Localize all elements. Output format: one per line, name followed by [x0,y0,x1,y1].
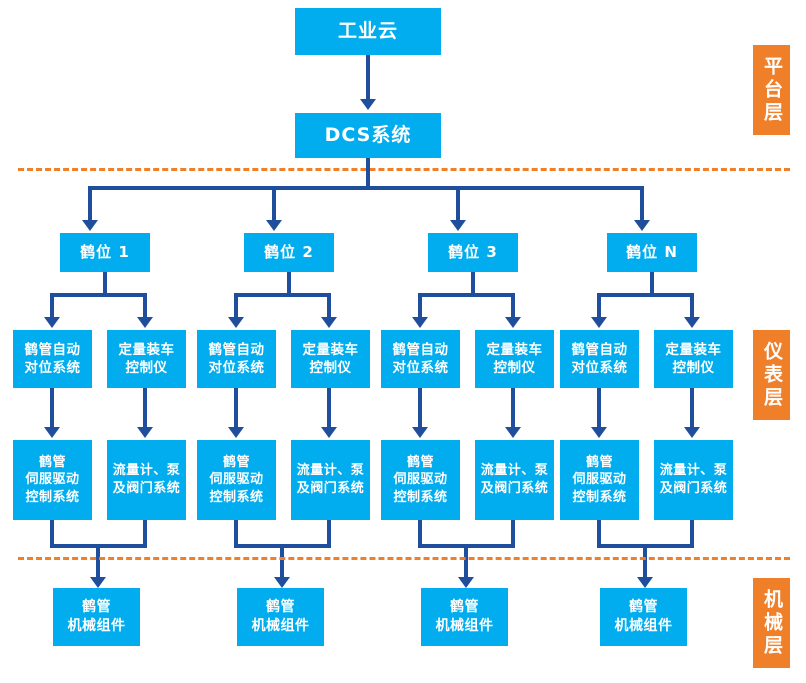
connector-station-3-instr-1-down [418,388,422,428]
divider-instrument-mechanical [18,557,790,560]
arrowhead-bus-to-station-3 [450,220,466,231]
box-station-2-subsystem-1[interactable]: 鹤管 伺服驱动 控制系统 [197,440,276,520]
connector-station-1-to-mech [96,544,100,578]
connector-station-3-stem [471,272,475,295]
box-station-n-subsystem-2[interactable]: 流量计、泵 及阀门系统 [654,440,733,520]
connector-station-2-instr-1-down [234,388,238,428]
box-station-3[interactable]: 鹤位 3 [428,233,518,272]
box-industrial-cloud[interactable]: 工业云 [295,8,441,55]
connector-station-1-instr-1-down [50,388,54,428]
layer-tag-platform: 平台层 [753,45,790,135]
box-station-3-subsystem-2[interactable]: 流量计、泵 及阀门系统 [475,440,554,520]
box-station-n[interactable]: 鹤位 N [607,233,697,272]
arrowhead-station-n-instr-1-down [591,427,607,438]
connector-station-2-merge-left [234,520,238,548]
arrowhead-station-2-to-mech [274,577,290,588]
connector-station-n-to-mech [643,544,647,578]
box-station-1-subsystem-1[interactable]: 鹤管 伺服驱动 控制系统 [13,440,92,520]
arrowhead-station-n-instr-2-down [684,427,700,438]
arrowhead-station-n-to-mech [637,577,653,588]
arrowhead-station-2-instr-2-down [321,427,337,438]
arrowhead-cloud-to-dcs [360,99,376,110]
box-station-3-instrument-2[interactable]: 定量装车 控制仪 [475,330,554,388]
connector-bus-to-station-4 [640,186,644,221]
connector-station-n-bus [597,293,694,297]
arrowhead-station-2-left [228,317,244,328]
connector-station-3-to-mech [464,544,468,578]
layer-tag-instrument: 仪表层 [753,330,790,420]
connector-station-2-stem [287,272,291,295]
connector-station-n-right [690,293,694,318]
box-station-n-subsystem-1[interactable]: 鹤管 伺服驱动 控制系统 [560,440,639,520]
connector-station-1-merge-left [50,520,54,548]
connector-station-1-instr-2-down [143,388,147,428]
box-station-n-instrument-1[interactable]: 鹤管自动 对位系统 [560,330,639,388]
box-station-2-subsystem-2[interactable]: 流量计、泵 及阀门系统 [291,440,370,520]
divider-platform-instrument [18,168,790,171]
connector-station-3-merge-left [418,520,422,548]
connector-station-n-instr-2-down [690,388,694,428]
arrowhead-station-3-left [412,317,428,328]
arrowhead-station-1-to-mech [90,577,106,588]
box-station-n-instrument-2[interactable]: 定量装车 控制仪 [654,330,733,388]
arrowhead-station-n-right [684,317,700,328]
box-station-3-instrument-1[interactable]: 鹤管自动 对位系统 [381,330,460,388]
connector-station-1-merge-right [143,520,147,548]
connector-station-2-instr-2-down [327,388,331,428]
connector-station-1-stem [103,272,107,295]
box-station-1-subsystem-2[interactable]: 流量计、泵 及阀门系统 [107,440,186,520]
arrowhead-station-3-instr-2-down [505,427,521,438]
arrowhead-bus-to-station-4 [634,220,650,231]
box-station-1-instrument-1[interactable]: 鹤管自动 对位系统 [13,330,92,388]
box-station-n-mechanical[interactable]: 鹤管 机械组件 [600,588,687,646]
connector-station-1-left [50,293,54,318]
connector-station-3-bus [418,293,515,297]
arrowhead-station-1-right [137,317,153,328]
connector-dcs-stem [366,158,370,188]
connector-station-2-to-mech [280,544,284,578]
connector-station-1-right [143,293,147,318]
connector-station-n-merge-right [690,520,694,548]
box-station-1[interactable]: 鹤位 1 [60,233,150,272]
box-station-3-mechanical[interactable]: 鹤管 机械组件 [421,588,508,646]
connector-station-3-instr-2-down [511,388,515,428]
arrowhead-station-1-instr-2-down [137,427,153,438]
connector-station-1-bus [50,293,147,297]
arrowhead-station-3-instr-1-down [412,427,428,438]
box-station-1-mechanical[interactable]: 鹤管 机械组件 [53,588,140,646]
arrowhead-station-3-right [505,317,521,328]
arrowhead-station-1-left [44,317,60,328]
connector-station-2-right [327,293,331,318]
box-dcs-system[interactable]: DCS系统 [295,113,441,158]
box-station-3-subsystem-1[interactable]: 鹤管 伺服驱动 控制系统 [381,440,460,520]
connector-station-n-stem [650,272,654,295]
arrowhead-station-3-to-mech [458,577,474,588]
connector-bus-to-station-3 [456,186,460,221]
box-station-2-instrument-1[interactable]: 鹤管自动 对位系统 [197,330,276,388]
arrowhead-station-2-right [321,317,337,328]
connector-station-n-instr-1-down [597,388,601,428]
arrowhead-station-2-instr-1-down [228,427,244,438]
arrowhead-station-1-instr-1-down [44,427,60,438]
connector-bus-to-station-2 [272,186,276,221]
connector-station-3-right [511,293,515,318]
box-station-2-mechanical[interactable]: 鹤管 机械组件 [237,588,324,646]
connector-station-2-merge-right [327,520,331,548]
arrowhead-bus-to-station-1 [82,220,98,231]
box-station-2[interactable]: 鹤位 2 [244,233,334,272]
connector-station-3-left [418,293,422,318]
connector-dcs-bus [88,186,644,190]
connector-station-2-bus [234,293,331,297]
layer-tag-mechanical: 机械层 [753,578,790,668]
connector-bus-to-station-1 [88,186,92,221]
box-station-2-instrument-2[interactable]: 定量装车 控制仪 [291,330,370,388]
box-station-1-instrument-2[interactable]: 定量装车 控制仪 [107,330,186,388]
connector-station-3-merge-right [511,520,515,548]
connector-station-2-left [234,293,238,318]
arrowhead-bus-to-station-2 [266,220,282,231]
connector-station-n-left [597,293,601,318]
connector-station-n-merge-left [597,520,601,548]
arrowhead-station-n-left [591,317,607,328]
connector-cloud-to-dcs [366,55,370,100]
